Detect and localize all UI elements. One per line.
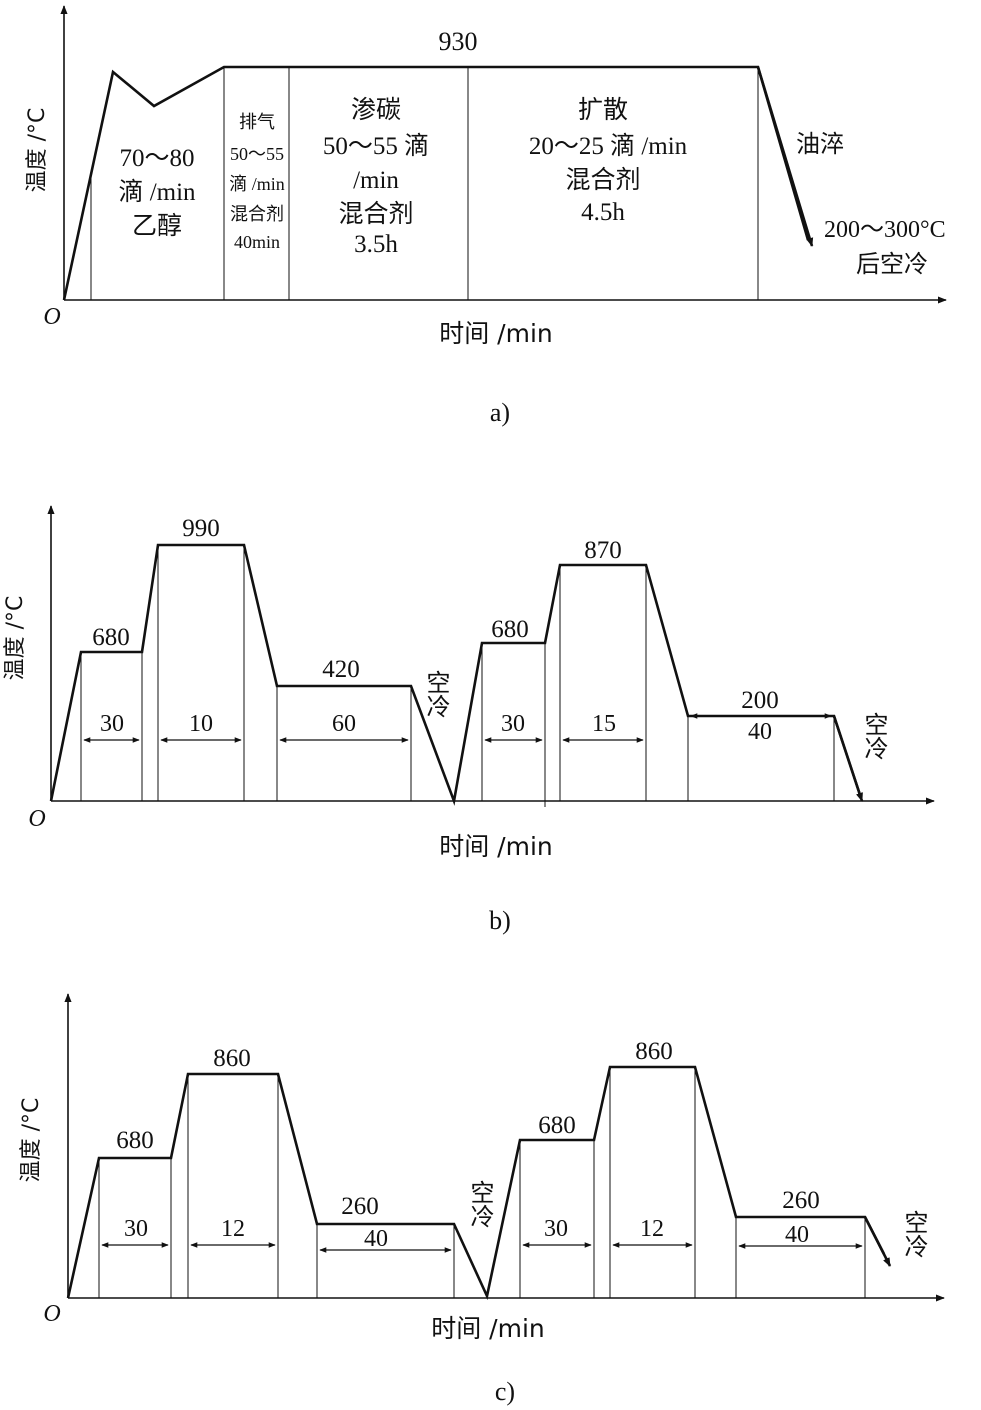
svg-text:870: 870 [584, 537, 622, 564]
segment-note-purge: 排气 50～55 滴 /min 混合剂 40min [229, 112, 285, 252]
svg-text:滴 /min: 滴 /min [118, 178, 196, 206]
segment-note-diffusion: 扩散 20～25 滴 /min 混合剂 4.5h [529, 96, 688, 226]
svg-text:3.5h: 3.5h [354, 231, 398, 258]
svg-text:/min: /min [353, 167, 399, 194]
segment-dividers [98, 1067, 866, 1298]
temperature-label: 930 [439, 27, 478, 56]
segment-dividers [90, 67, 759, 300]
x-axis-label: 时间 /min [439, 319, 553, 348]
hold-time-labels: 30 12 40 30 12 40 [124, 1216, 809, 1252]
svg-text:混合剂: 混合剂 [565, 166, 640, 194]
svg-text:12: 12 [221, 1216, 245, 1242]
panel-label: c) [495, 1377, 515, 1406]
svg-text:4.5h: 4.5h [581, 199, 625, 226]
panel-label: a) [490, 398, 510, 427]
svg-text:扩散: 扩散 [578, 96, 628, 124]
svg-text:990: 990 [182, 515, 220, 542]
cooling-label-2: 空冷 [900, 1210, 928, 1258]
svg-text:40: 40 [785, 1222, 809, 1248]
svg-text:200～300°C: 200～300°C [824, 217, 946, 243]
svg-text:260: 260 [341, 1193, 379, 1220]
svg-text:680: 680 [92, 624, 130, 651]
svg-text:420: 420 [322, 656, 360, 683]
x-axis-label: 时间 /min [439, 832, 553, 861]
quench-note: 油淬 200～300°C 后空冷 [796, 131, 946, 278]
svg-text:40min: 40min [234, 232, 280, 252]
svg-text:滴 /min: 滴 /min [229, 174, 285, 194]
svg-text:860: 860 [635, 1038, 673, 1065]
svg-text:860: 860 [213, 1045, 251, 1072]
svg-text:渗碳: 渗碳 [351, 96, 401, 124]
cooling-label-1: 空冷 [466, 1180, 494, 1228]
diagram-b: 680 990 420 680 870 200 30 10 60 30 15 4… [3, 505, 935, 935]
svg-text:混合剂: 混合剂 [230, 204, 284, 224]
cooling-label-2: 空冷 [860, 712, 888, 760]
cooling-label-1: 空冷 [422, 670, 450, 718]
svg-text:15: 15 [592, 711, 616, 737]
svg-text:680: 680 [116, 1127, 154, 1154]
diagram-c: 680 860 260 680 860 260 30 12 40 30 12 4… [19, 993, 945, 1406]
svg-text:40: 40 [364, 1226, 388, 1252]
diagram-a: 930 温度 /°C O 时间 /min a) 70～80 滴 /min 乙醇 … [25, 5, 947, 427]
svg-text:混合剂: 混合剂 [338, 200, 413, 228]
svg-text:排气: 排气 [239, 112, 275, 132]
y-axis-label: 温度 /°C [25, 108, 50, 193]
air-cool-arrow [832, 715, 864, 802]
svg-text:40: 40 [748, 719, 772, 745]
svg-text:680: 680 [491, 616, 529, 643]
segment-note-ethanol: 70～80 滴 /min 乙醇 [118, 145, 196, 240]
temperature-labels: 680 860 260 680 860 260 [116, 1038, 820, 1220]
svg-text:油淬: 油淬 [796, 131, 844, 158]
temperature-curve [49, 543, 862, 806]
temperature-curve [66, 1065, 886, 1301]
svg-text:10: 10 [189, 711, 213, 737]
svg-text:30: 30 [544, 1216, 568, 1242]
svg-text:20～25 滴 /min: 20～25 滴 /min [529, 132, 688, 160]
svg-text:后空冷: 后空冷 [856, 251, 928, 278]
segment-note-carburizing: 渗碳 50～55 滴 /min 混合剂 3.5h [323, 96, 429, 258]
panel-label: b) [489, 906, 511, 935]
hold-arrows [83, 713, 832, 743]
origin-label: O [43, 1301, 60, 1327]
segment-dividers [80, 545, 835, 807]
y-axis-label: 温度 /°C [3, 596, 28, 681]
svg-text:30: 30 [100, 711, 124, 737]
temperature-labels: 680 990 420 680 870 200 [92, 515, 779, 714]
svg-text:12: 12 [640, 1216, 664, 1242]
svg-text:260: 260 [782, 1187, 820, 1214]
svg-text:200: 200 [741, 687, 779, 714]
air-cool-arrow [863, 1216, 892, 1267]
svg-text:乙醇: 乙醇 [132, 212, 182, 240]
svg-text:30: 30 [501, 711, 525, 737]
y-axis-label: 温度 /°C [19, 1098, 44, 1183]
svg-text:70～80: 70～80 [119, 145, 194, 172]
quench-arrow [756, 66, 814, 247]
svg-text:50～55 滴: 50～55 滴 [323, 132, 429, 160]
hold-arrows [101, 1242, 863, 1253]
svg-text:50～55: 50～55 [230, 144, 284, 164]
svg-text:60: 60 [332, 711, 356, 737]
svg-text:30: 30 [124, 1216, 148, 1242]
origin-label: O [28, 806, 45, 832]
svg-text:680: 680 [538, 1112, 576, 1139]
hold-time-labels: 30 10 60 30 15 40 [100, 711, 772, 745]
origin-label: O [43, 304, 60, 330]
x-axis-label: 时间 /min [431, 1314, 545, 1343]
